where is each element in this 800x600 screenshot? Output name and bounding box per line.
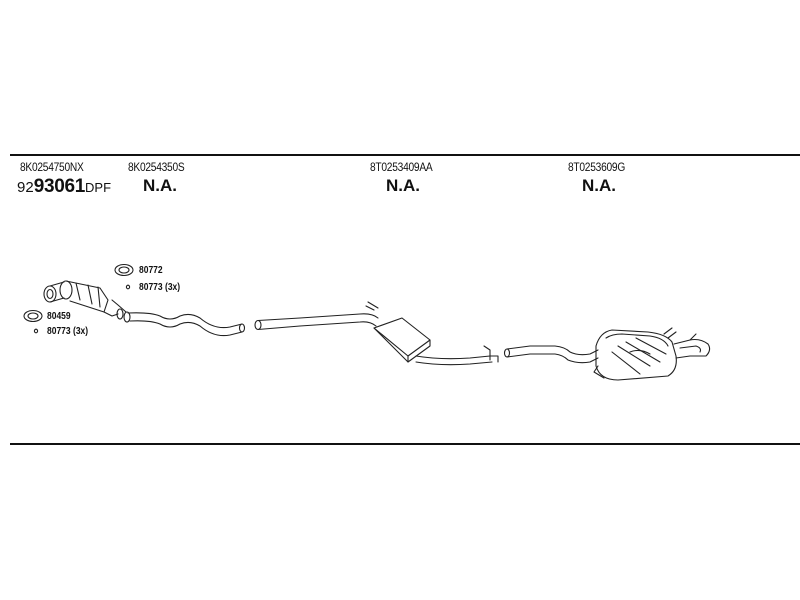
bottom-rule xyxy=(10,443,800,445)
center-muffler xyxy=(373,317,499,366)
part1-reference: 9293061DPF xyxy=(17,176,111,198)
callout-gasket-left: 80459 xyxy=(47,311,71,322)
part4-status: N.A. xyxy=(582,176,616,195)
part4-code: 8T0253609G xyxy=(568,160,626,174)
part1-code: 8K0254750NX xyxy=(20,160,84,174)
callout-gasket-top: 80772 xyxy=(139,265,163,276)
part2-status: N.A. xyxy=(143,176,177,195)
gasket-icon-top xyxy=(114,263,134,277)
dpf-catalyst-assembly xyxy=(43,280,131,323)
part1-ref-prefix: 92 xyxy=(17,179,34,196)
part3-status: N.A. xyxy=(386,176,420,195)
rear-pipe xyxy=(503,345,599,364)
front-pipe xyxy=(127,312,246,337)
part2-code: 8K0254350S xyxy=(128,160,185,174)
part1-ref-number: 93061 xyxy=(33,176,86,197)
top-rule xyxy=(10,154,800,156)
callout-clamp-top: 80773 (3x) xyxy=(139,282,181,293)
gasket-icon-left xyxy=(23,309,43,323)
part3-code: 8T0253409AA xyxy=(370,160,433,174)
clamp-icon-top xyxy=(125,284,131,290)
clamp-icon-left xyxy=(33,328,39,334)
part1-ref-suffix: DPF xyxy=(85,180,112,195)
rear-muffler xyxy=(593,327,711,381)
intermediate-pipe xyxy=(254,301,379,331)
callout-clamp-left: 80773 (3x) xyxy=(47,326,89,337)
